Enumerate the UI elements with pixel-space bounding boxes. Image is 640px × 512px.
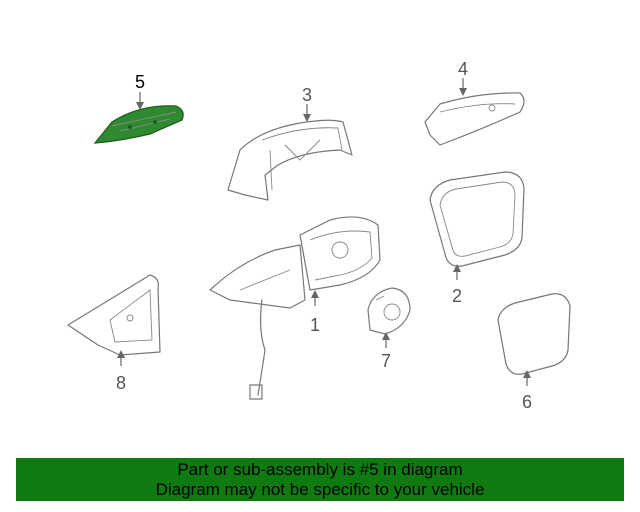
part-6-glass[interactable] xyxy=(497,293,571,375)
callout-8: 8 xyxy=(116,373,127,393)
part-1-mirror-assembly[interactable] xyxy=(209,216,381,400)
callout-3: 3 xyxy=(302,85,313,105)
callout-7: 7 xyxy=(381,351,392,371)
part-5-turn-signal-lamp[interactable] xyxy=(93,105,184,144)
callout-2: 2 xyxy=(452,286,463,306)
banner-line-1: Part or sub-assembly is #5 in diagram xyxy=(177,460,463,479)
part-3-mirror-cover[interactable] xyxy=(227,119,353,201)
callout-4: 4 xyxy=(458,59,469,79)
part-8-trim-panel[interactable] xyxy=(67,274,161,356)
callout-5: 5 xyxy=(135,72,146,92)
callout-6: 6 xyxy=(522,392,533,412)
part-4-upper-cover[interactable] xyxy=(424,92,525,146)
part-7-mirror-motor[interactable] xyxy=(367,287,411,335)
part-2-mirror-glass[interactable] xyxy=(429,171,525,267)
info-banner: Part or sub-assembly is #5 in diagram Di… xyxy=(16,458,624,501)
banner-line-2: Diagram may not be specific to your vehi… xyxy=(155,480,485,499)
callout-1: 1 xyxy=(310,315,321,335)
